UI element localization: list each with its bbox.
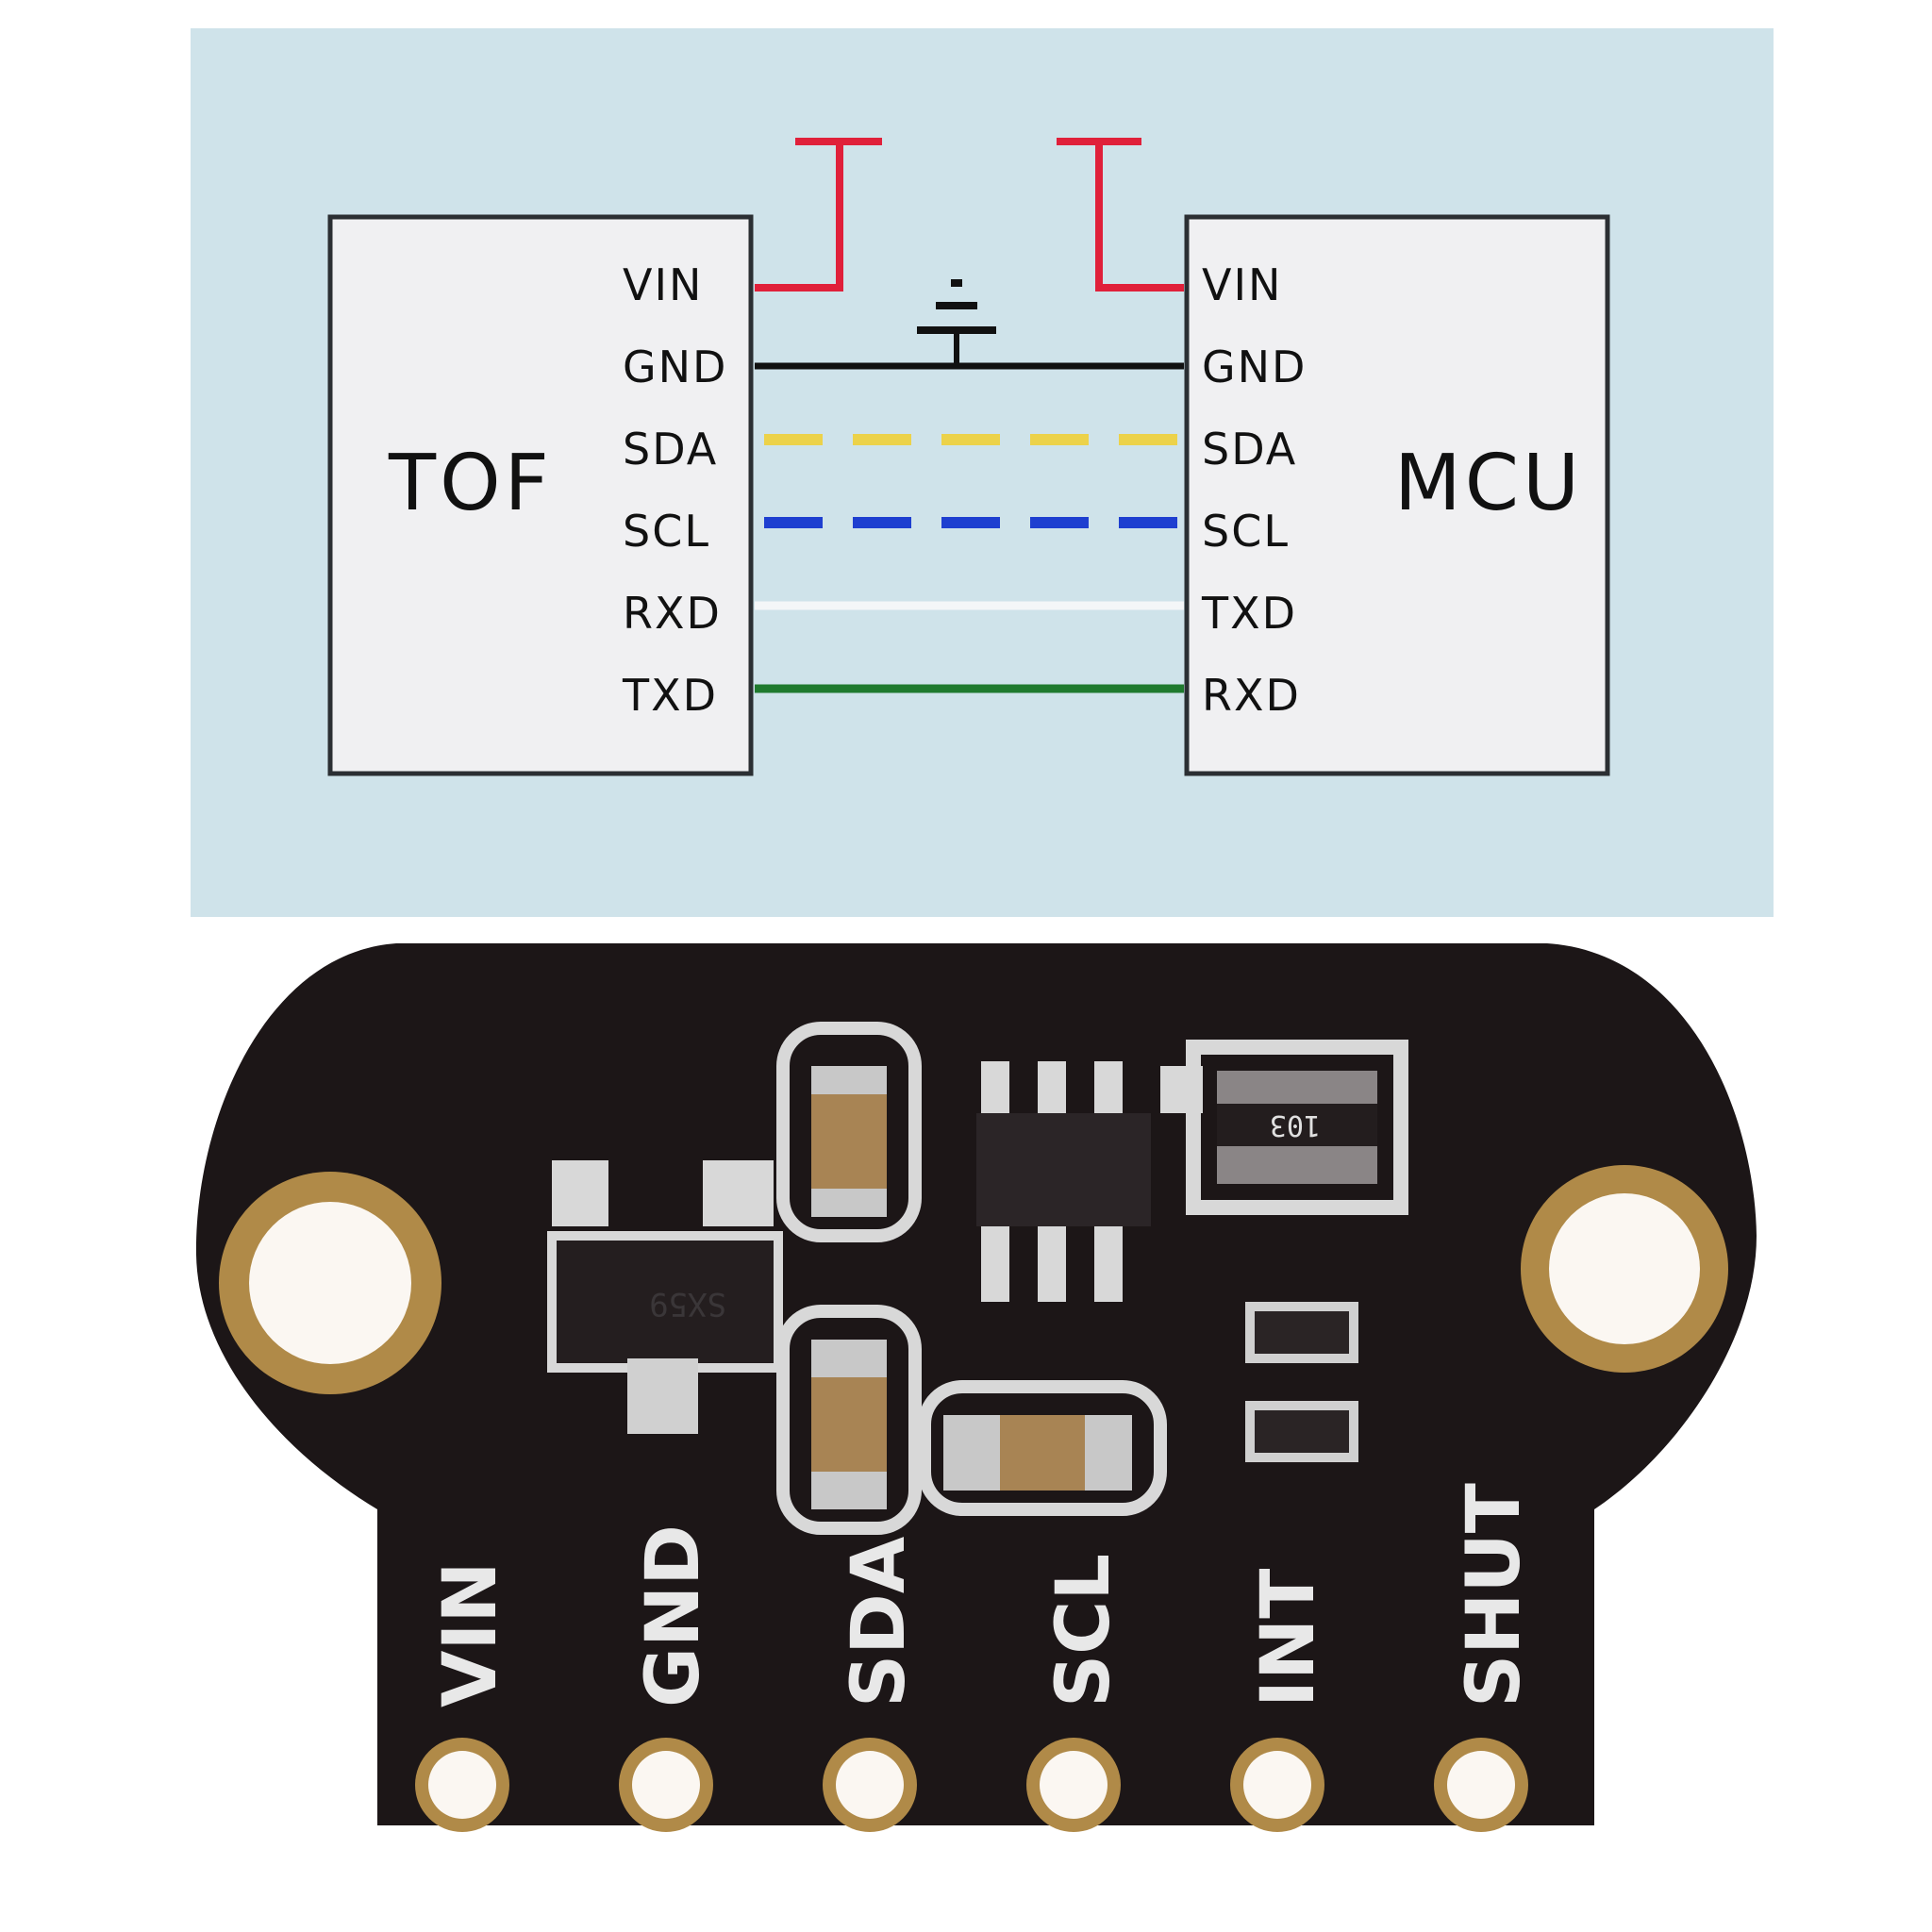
pcb-label-int: INT: [1246, 1568, 1331, 1707]
capacitor-horizontal: [918, 1380, 1167, 1516]
mcu-pin-sda: SDA: [1202, 424, 1297, 475]
mcu-pin-txd: TXD: [1201, 588, 1297, 639]
pad-scl: [1026, 1738, 1121, 1832]
resistor-array-marking: 103: [1270, 1108, 1321, 1141]
pad-sda: [823, 1738, 917, 1832]
mcu-pin-vin: VIN: [1202, 259, 1282, 310]
pcb-label-sda: SDA: [837, 1537, 922, 1707]
wiring-diagram: TOF VIN GND SDA SCL RXD TXD MCU VIN GND …: [191, 28, 1774, 917]
tof-label: TOF: [388, 439, 553, 528]
tof-pin-rxd: RXD: [623, 588, 722, 639]
regulator-marking: SX59: [649, 1285, 726, 1323]
pcb-label-gnd: GND: [631, 1524, 716, 1707]
mcu-box: [1184, 214, 1610, 776]
pad-gnd: [619, 1738, 713, 1832]
resistor-int: [1245, 1302, 1358, 1363]
ground-symbol-icon: [917, 279, 996, 334]
resistor-array: 103: [1160, 1040, 1408, 1215]
gnd-wire: [755, 330, 1184, 370]
tof-pin-scl: SCL: [623, 506, 710, 557]
tof-pin-txd: TXD: [622, 670, 718, 721]
tof-box: [327, 214, 754, 776]
pcb-label-shut: SHUT: [1452, 1483, 1537, 1707]
tof-module: TOF VIN GND SDA SCL RXD TXD: [327, 214, 754, 776]
tof-pin-gnd: GND: [623, 341, 727, 392]
pad-vin: [415, 1738, 509, 1832]
level-shifter-chip: [976, 1061, 1151, 1302]
pad-int: [1230, 1738, 1324, 1832]
mcu-module: MCU VIN GND SDA SCL TXD RXD: [1184, 214, 1610, 776]
mcu-pin-gnd: GND: [1202, 341, 1307, 392]
mounting-hole-right: [1521, 1165, 1728, 1373]
regulator-chip: SX59: [547, 1160, 783, 1434]
mcu-pin-rxd: RXD: [1202, 670, 1301, 721]
vin-wire-mcu: [1057, 138, 1184, 291]
vin-wire-tof: [755, 138, 882, 291]
mounting-hole-left: [219, 1172, 441, 1394]
resistor-shut: [1245, 1401, 1358, 1462]
pcb-label-vin: VIN: [428, 1561, 513, 1707]
header-pads: [415, 1738, 1528, 1832]
pcb-label-scl: SCL: [1041, 1554, 1126, 1707]
capacitor-top: [776, 1022, 922, 1242]
capacitor-bottom: [776, 1305, 922, 1535]
tof-pin-vin: VIN: [623, 259, 703, 310]
tof-pin-sda: SDA: [623, 424, 718, 475]
mcu-pin-scl: SCL: [1202, 506, 1290, 557]
mcu-label: MCU: [1394, 439, 1583, 528]
pad-shut: [1434, 1738, 1528, 1832]
